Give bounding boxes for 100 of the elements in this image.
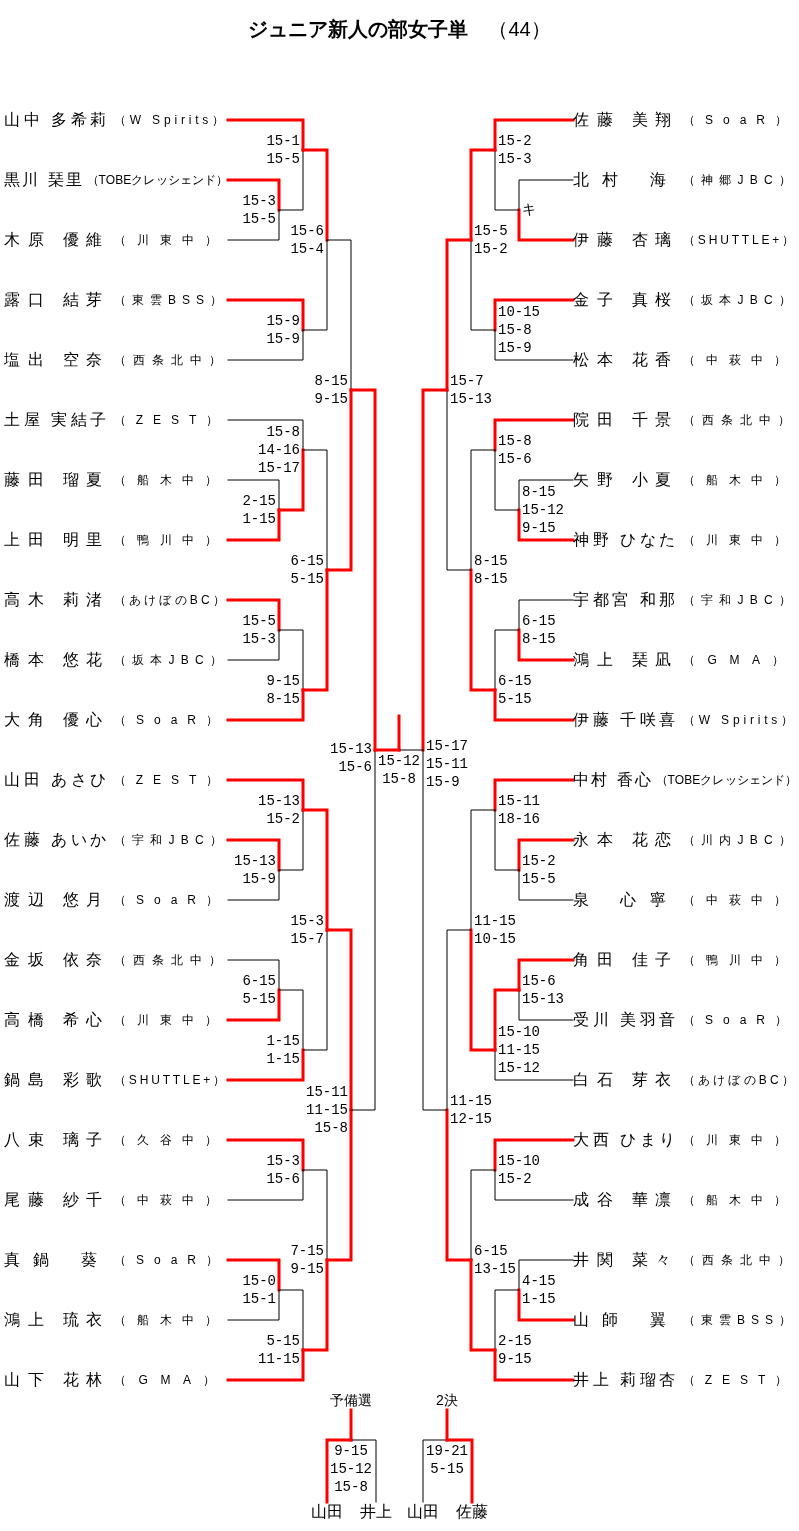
club-name: （川東中） <box>114 1012 228 1028</box>
bracket-line <box>469 148 497 242</box>
player-name: 井上 <box>360 1502 392 1522</box>
club-name: （TOBEクレッシェンド） <box>86 172 228 188</box>
club-name: （ZEST） <box>114 412 228 428</box>
bracket-line <box>277 448 305 512</box>
bracket-line <box>421 388 449 752</box>
player-name: 中村 香心 <box>573 770 654 790</box>
score-text: 15-13 15-6 <box>328 740 375 776</box>
bracket-line <box>422 1439 448 1503</box>
round-label: 2決 <box>436 1392 458 1409</box>
player-name: 矢野 小夏 <box>573 470 679 490</box>
bracket-line <box>227 1169 304 1201</box>
player-name: 山師 翼 <box>573 1310 679 1330</box>
club-name: （久谷中） <box>114 1132 228 1148</box>
bracket-line <box>493 298 575 332</box>
club-name: （ZEST） <box>683 1372 797 1388</box>
score-text: 15-5 15-2 <box>471 222 509 258</box>
club-name: （W Spirits） <box>113 112 228 128</box>
player-name: 木原 優維 <box>4 230 110 250</box>
club-name: （SoaR） <box>683 1012 797 1028</box>
bracket-line <box>445 1108 473 1262</box>
player-name: 橋本 悠花 <box>4 650 110 670</box>
bracket-line <box>469 928 497 1052</box>
score-text: 19-21 5-15 <box>425 1440 469 1478</box>
club-name: （川東中） <box>683 532 797 548</box>
bracket-line <box>470 809 496 931</box>
bracket-line <box>518 479 574 511</box>
diagram-title: ジュニア新人の部女子単 （44） <box>248 17 551 42</box>
bracket-line <box>350 749 376 1111</box>
bracket-line <box>517 628 575 662</box>
club-name: （宇和JBC） <box>683 592 797 608</box>
player-name: 高木 莉渚 <box>4 590 110 610</box>
score-text: 15-10 11-15 15-12 <box>495 1023 542 1077</box>
bracket-line <box>226 778 305 812</box>
bracket-line <box>278 629 304 691</box>
player-name: 鍋島 彩歌 <box>4 1070 110 1090</box>
player-name: 北村 海 <box>573 170 679 190</box>
bracket-line <box>302 449 328 571</box>
bracket-line <box>517 208 575 242</box>
bracket-line <box>494 1289 520 1351</box>
score-text: キ <box>519 201 537 219</box>
club-name: （TOBEクレッシェンド） <box>655 772 797 788</box>
score-text: 9-15 15-12 15-8 <box>329 1440 373 1496</box>
player-name: 塩出 空奈 <box>4 350 110 370</box>
player-name: 成谷 華凛 <box>573 1190 679 1210</box>
bracket-line <box>518 599 574 631</box>
bracket-line <box>518 869 574 901</box>
score-text: 15-0 15-1 <box>241 1272 279 1308</box>
score-text: 15-8 14-16 15-17 <box>256 423 303 477</box>
player-name: 山田 <box>311 1502 343 1522</box>
score-text: 6-15 5-15 <box>241 972 279 1008</box>
score-text: 15-3 15-5 <box>241 192 279 228</box>
club-name: （川内JBC） <box>683 832 797 848</box>
club-name: （西条北中） <box>114 352 228 368</box>
bracket-line <box>445 238 473 392</box>
club-name: （SoaR） <box>114 1252 228 1268</box>
bracket-line <box>227 209 280 241</box>
score-text: 15-12 15-8 <box>377 750 421 788</box>
bracket-line <box>278 989 304 1051</box>
bracket-line <box>517 958 575 992</box>
bracket-line <box>301 148 329 242</box>
player-name: 佐藤 美翔 <box>573 110 679 130</box>
bracket-line <box>325 928 353 1112</box>
player-name: 鴻上 琉衣 <box>4 1310 110 1330</box>
bracket-line <box>446 929 472 1111</box>
player-name: 大角 優心 <box>4 710 110 730</box>
bracket-line <box>227 869 280 901</box>
bracket-line <box>422 749 448 1111</box>
player-name: 鴻上 琹凪 <box>573 650 679 670</box>
player-name: 尾藤 紗千 <box>4 1190 110 1210</box>
club-name: （宇和JBC） <box>114 832 228 848</box>
bracket-line <box>226 1258 281 1292</box>
score-text: 8-15 15-12 9-15 <box>519 483 566 537</box>
club-name: （鴨川中） <box>683 952 797 968</box>
bracket-line <box>227 479 280 511</box>
club-name: （あけぼのBC） <box>682 1072 797 1088</box>
score-text: 15-11 11-15 15-8 <box>304 1083 351 1137</box>
player-name: 泉 心寧 <box>573 890 679 910</box>
club-name: （船木中） <box>683 472 797 488</box>
player-name: 高橋 希心 <box>4 1010 110 1030</box>
player-name: 藤田 瑠夏 <box>4 470 110 490</box>
score-text: 11-15 10-15 <box>471 912 518 948</box>
player-name: 伊藤 千咲喜 <box>573 710 679 730</box>
score-text: 15-17 15-11 15-9 <box>423 737 470 791</box>
player-name: 佐藤 あいか <box>4 830 110 850</box>
bracket-line <box>397 714 401 752</box>
bracket-line <box>470 1169 496 1261</box>
player-name: 大西 ひまり <box>573 1130 679 1150</box>
bracket-line <box>494 1049 574 1081</box>
player-name: 真鍋 葵 <box>4 1250 110 1270</box>
club-name: （西条北中） <box>114 952 228 968</box>
bracket-line <box>494 449 520 511</box>
club-name: （川東中） <box>683 1132 797 1148</box>
bracket-line <box>226 118 305 152</box>
bracket-line <box>226 838 281 872</box>
score-text: 15-5 15-3 <box>241 612 279 648</box>
club-name: （SHUTTLE+） <box>114 1072 228 1088</box>
player-name: 山田 あさひ <box>4 770 110 790</box>
player-name: 山下 花林 <box>4 1370 110 1390</box>
